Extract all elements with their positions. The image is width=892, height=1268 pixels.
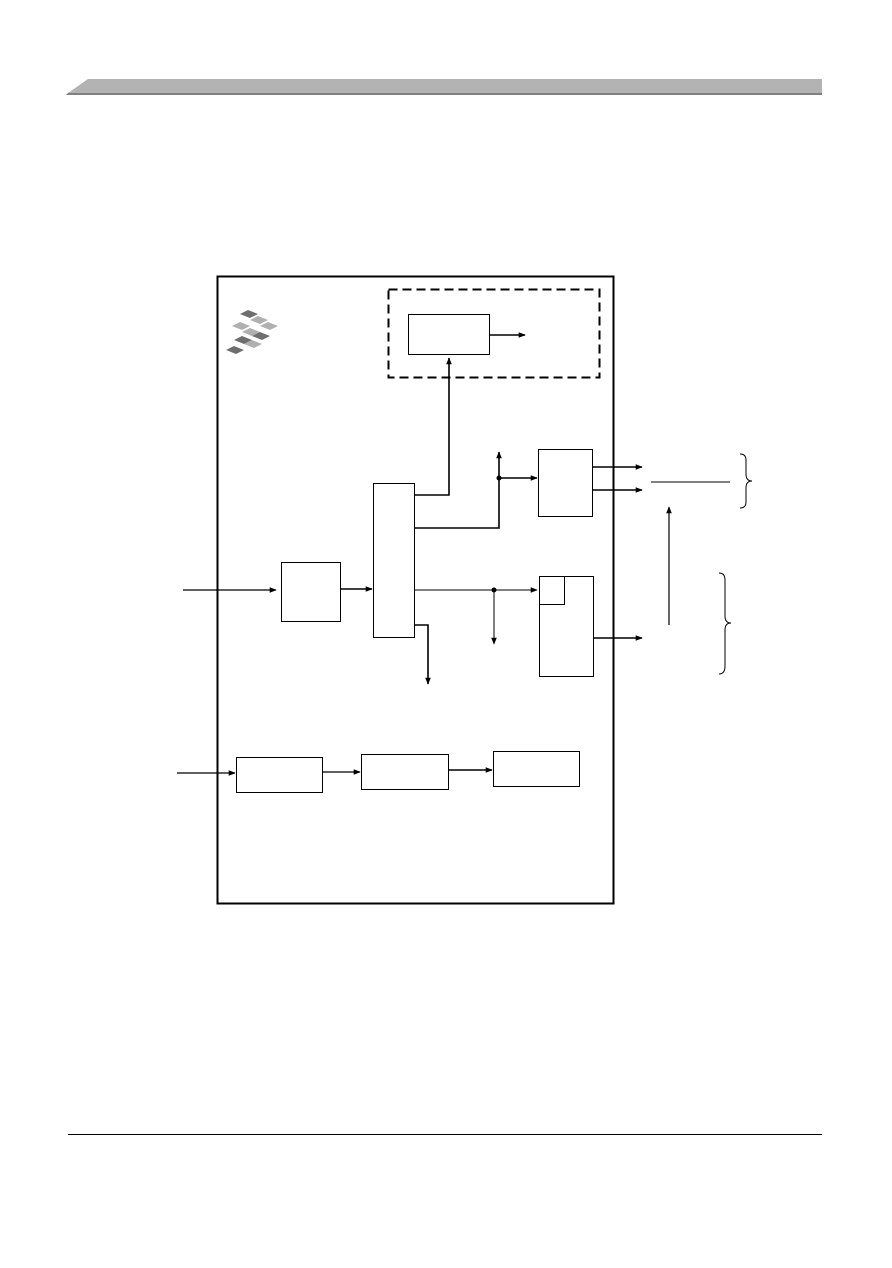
logo-tile [260,322,278,330]
logo-tile [226,346,244,354]
header-bar-shape [68,79,822,93]
freescale-logo-icon [226,310,278,354]
optional-block [408,314,490,355]
bus-down-output-arrow [414,624,431,685]
logo-tile [252,332,270,340]
upper-brace [739,453,753,509]
logo-tile [240,310,258,318]
bottom-block-1 [236,757,323,793]
optional-region-dashed [387,288,601,379]
lower-right-inner-box [539,576,565,605]
logo-tile [232,322,250,330]
logo-tile [242,328,260,336]
lower-brace [718,572,732,675]
bottom-block-3 [493,751,580,787]
upper-junction-dot [496,475,502,481]
logo-tile [250,316,268,324]
header-bar-shadow [66,93,822,95]
central-bus-block [373,483,415,638]
header-bar [66,79,822,95]
logo-tile [244,340,262,348]
bus-to-upper-block-line [414,478,500,529]
input-block [281,562,341,622]
bus-to-optional-arrow [414,357,452,496]
upper-right-block [538,449,593,517]
logo-tile [234,336,252,344]
bottom-block-2 [361,754,449,790]
lower-right-block [539,576,594,677]
